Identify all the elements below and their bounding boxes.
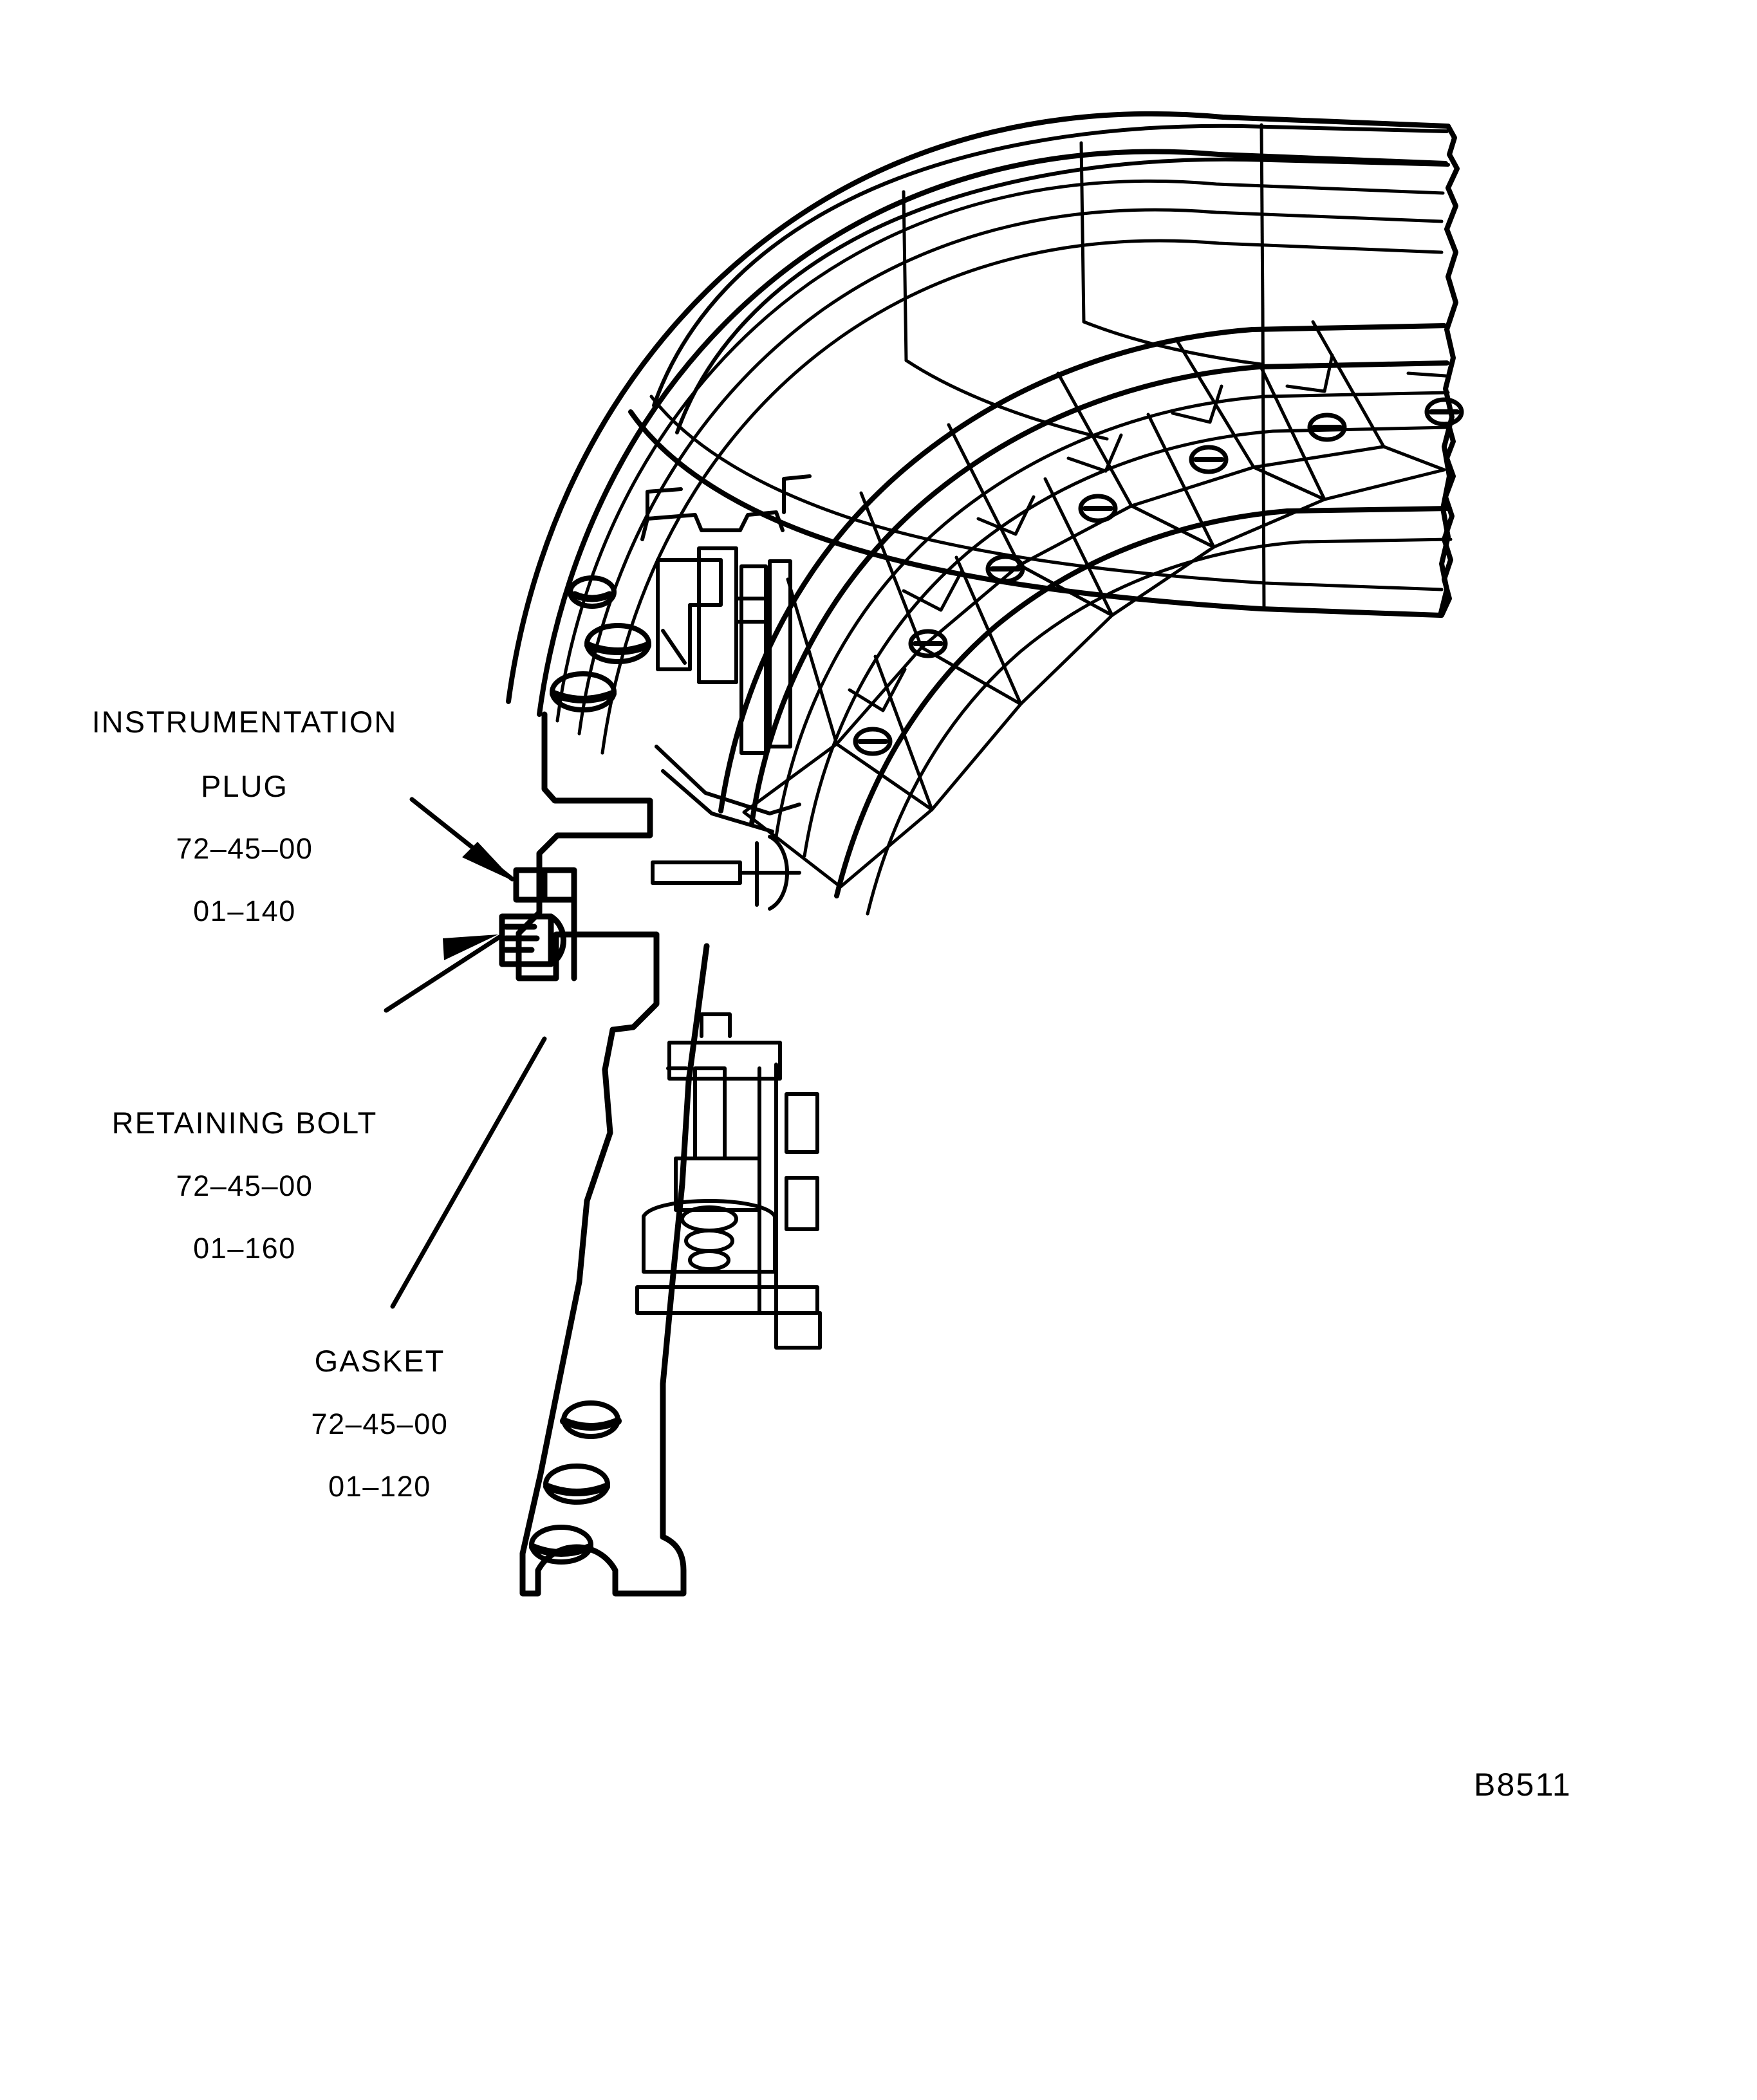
flange-lightening-holes: [550, 575, 651, 712]
leader-retaining-bolt: [384, 934, 502, 1013]
arrowhead-retaining-bolt: [443, 934, 498, 960]
inner-shroud-lower-band-2: [866, 537, 1453, 916]
section-internal-detail: [635, 474, 822, 1350]
callout-instrumentation-plug: INSTRUMENTATION PLUG 72–45–00 01–140: [45, 677, 444, 956]
callout-name-line-2: PLUG: [201, 768, 288, 803]
outer-casing-lower-edge-2: [649, 395, 1444, 591]
callout-part-number-line-1: 72–45–00: [176, 832, 313, 866]
strut-lightening-holes: [529, 1400, 622, 1565]
callout-part-number-line-2: 01–140: [193, 895, 296, 928]
plug-shank: [571, 897, 660, 981]
callout-gasket: GASKET 72–45–00 01–120: [212, 1316, 547, 1531]
outer-casing-inner-faces: [555, 179, 1445, 755]
figure-id-label: B8511: [1474, 1767, 1572, 1803]
leader-gasket: [390, 1036, 547, 1309]
callout-retaining-bolt: RETAINING BOLT 72–45–00 01–160: [45, 1078, 444, 1293]
callout-arrowheads: [443, 842, 515, 960]
inner-shroud-ring: [718, 323, 1449, 826]
inner-shroud-ring-outer-bottom: [1439, 425, 1456, 618]
callout-name-line-1: GASKET: [314, 1344, 445, 1379]
inner-shroud-lower-band: [834, 506, 1452, 898]
callout-part-number-line-2: 01–160: [193, 1231, 296, 1265]
callout-name-line-1: RETAINING BOLT: [111, 1106, 378, 1140]
upper-inner-shroud: [652, 124, 1450, 434]
retaining-bolt-head: [499, 913, 566, 967]
callout-part-number-line-1: 72–45–00: [176, 1169, 313, 1202]
callout-part-number-line-1: 72–45–00: [311, 1407, 449, 1440]
callout-name-line-1: INSTRUMENTATION: [91, 705, 398, 739]
nozzle-vane-segments: [742, 320, 1446, 889]
arrowhead-instrumentation-plug: [462, 842, 515, 882]
instrumentation-plug-assembly: [513, 867, 577, 903]
callout-part-number-line-2: 01–120: [328, 1469, 431, 1503]
